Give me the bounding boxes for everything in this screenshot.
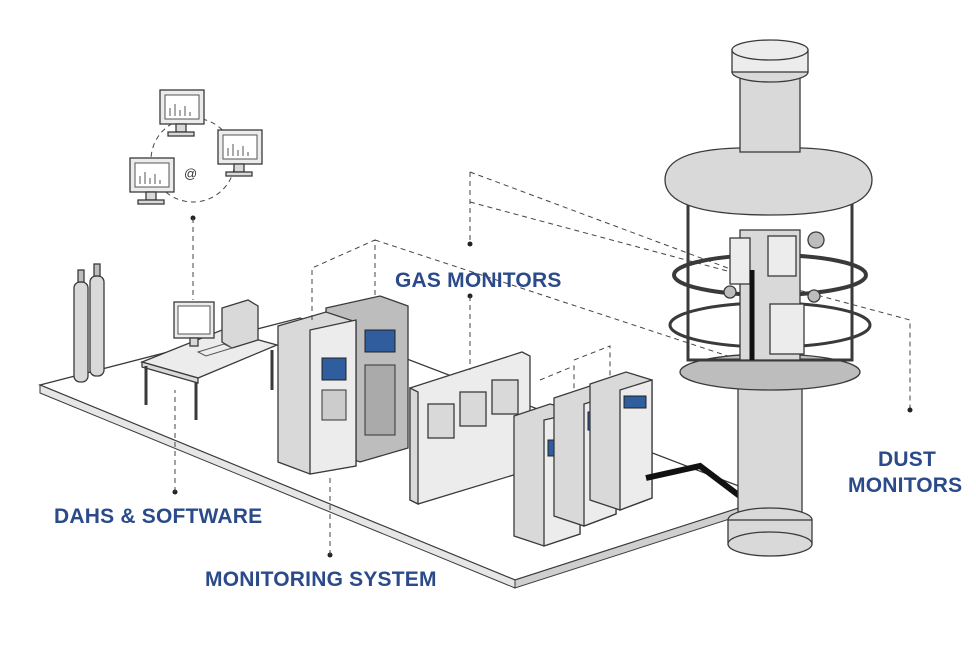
gas-monitor-panel bbox=[374, 171, 911, 506]
monitor-icon bbox=[129, 157, 175, 205]
label-gas-monitors: GAS MONITORS bbox=[395, 269, 562, 292]
analyzer-cabinets bbox=[513, 345, 753, 547]
network-at-symbol: @ bbox=[184, 166, 197, 181]
dahs-workstation bbox=[139, 299, 279, 495]
networked-monitors: @ bbox=[129, 89, 263, 300]
gas-cylinders bbox=[73, 263, 105, 383]
stack-with-dust-monitors bbox=[664, 39, 913, 557]
label-dust-monitors-line2: MONITORS bbox=[848, 474, 963, 497]
monitor-icon bbox=[159, 89, 205, 137]
monitor-icon bbox=[217, 129, 263, 177]
label-monitoring-system: MONITORING SYSTEM bbox=[205, 568, 437, 591]
label-dahs-software: DAHS & SOFTWARE bbox=[54, 505, 263, 528]
label-dust-monitors-line1: DUST bbox=[878, 448, 936, 471]
monitoring-system-cabinets bbox=[277, 239, 409, 558]
